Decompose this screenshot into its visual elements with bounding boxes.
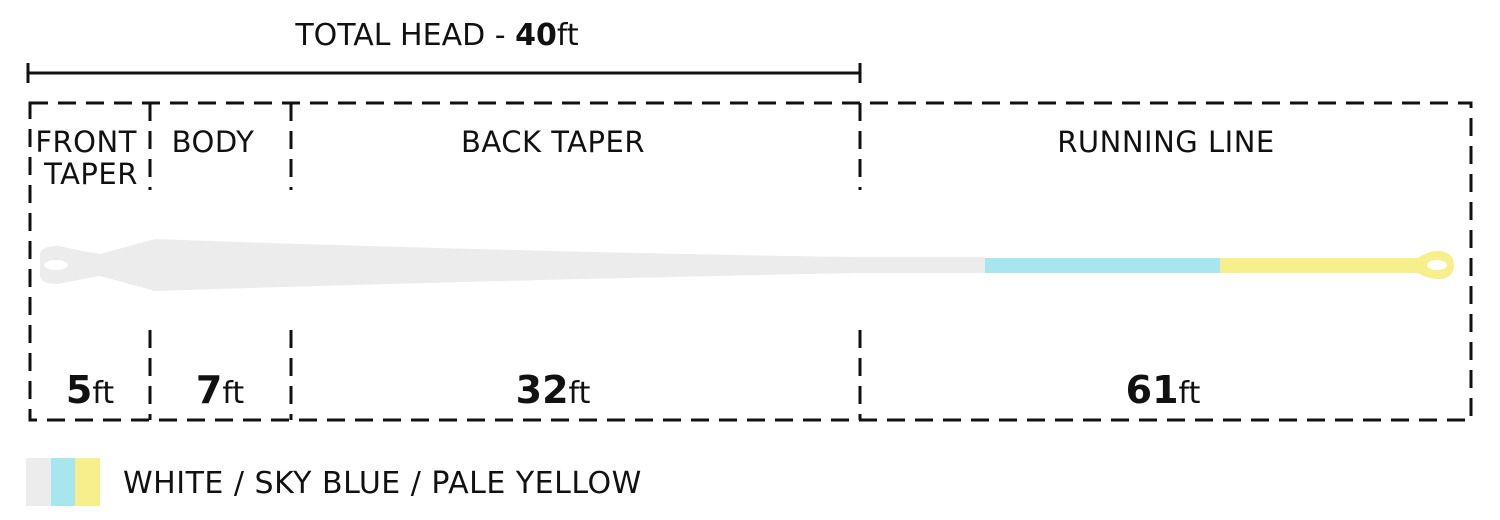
section-length-running-line: 61ft	[1126, 368, 1201, 412]
back-loop-hole	[1427, 260, 1447, 270]
total-head-bracket	[26, 63, 862, 83]
fly-line-head	[40, 239, 985, 291]
total-head-unit: ft	[557, 18, 579, 53]
section-length-front-taper: 5ft	[66, 368, 114, 412]
section-label-front-taper: FRONT TAPER	[35, 125, 146, 191]
front-loop-hole	[44, 260, 68, 270]
legend-swatch-white	[26, 458, 52, 506]
section-label-body: BODY	[172, 125, 255, 159]
section-label-running-line: RUNNING LINE	[1057, 125, 1274, 159]
legend-swatch-sky-blue	[51, 458, 76, 506]
legend-swatch-pale-yellow	[75, 458, 100, 506]
section-frames	[28, 101, 1473, 422]
legend-label: WHITE / SKY BLUE / PALE YELLOW	[123, 466, 642, 501]
running-line-sky-blue	[985, 258, 1221, 273]
section-label-back-taper: BACK TAPER	[461, 125, 645, 159]
color-legend: WHITE / SKY BLUE / PALE YELLOW	[26, 458, 642, 506]
section-length-body: 7ft	[196, 368, 244, 412]
section-length-back-taper: 32ft	[516, 368, 591, 412]
fly-line	[40, 239, 1454, 291]
total-head-title: TOTAL HEAD - 40ft	[294, 18, 579, 53]
total-head-prefix: TOTAL HEAD -	[294, 18, 515, 53]
running-line-pale-yellow	[1220, 258, 1420, 273]
total-head-value: 40	[515, 18, 557, 53]
